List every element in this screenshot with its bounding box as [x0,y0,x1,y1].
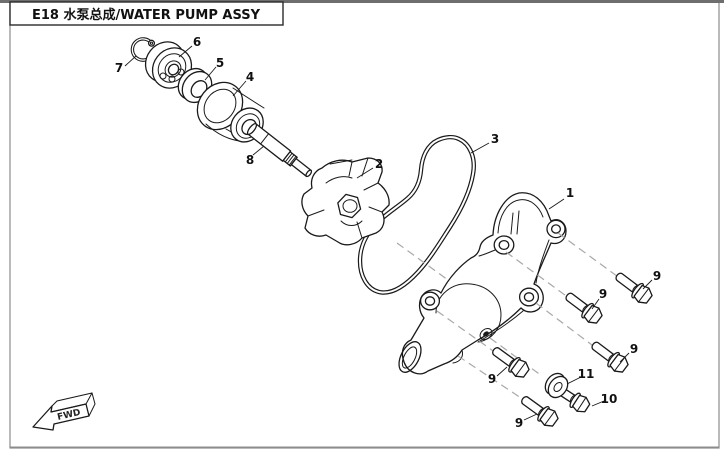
callout-5: 5 [216,56,224,70]
pump-shaft [246,123,313,178]
callout-9a: 9 [653,269,661,283]
bolt-boss-bottom-right [518,287,540,307]
callout-9c: 9 [630,342,638,356]
bolt-boss-bottom-left [419,291,441,311]
callout-9b: 9 [599,287,607,301]
callout-2: 2 [375,157,383,171]
callout-4: 4 [246,70,254,84]
fwd-direction-arrow: FWD [32,392,96,431]
callout-10: 10 [601,392,618,406]
callout-9e: 9 [515,416,523,430]
alignment-dashed-lines [396,232,622,401]
gasket [357,135,476,295]
washer [544,372,569,399]
callout-9d: 9 [488,372,496,386]
diagram-title: E18 水泵总成/WATER PUMP ASSY [32,7,261,23]
title-block: E18 水泵总成/WATER PUMP ASSY [9,1,284,26]
flange-bolt-9a [611,267,656,307]
callout-numbers: 1 2 3 4 5 6 7 8 9 9 9 9 9 10 11 [115,35,661,430]
callout-8: 8 [246,153,254,167]
drain-hole [479,327,493,341]
water-pump-cover [398,192,567,375]
callout-1: 1 [566,186,574,200]
callout-7: 7 [115,61,123,75]
bolt-boss-top-right [546,219,566,239]
bolt-boss-mid-left [493,235,515,255]
callout-6: 6 [193,35,201,49]
callout-3: 3 [491,132,499,146]
callout-11: 11 [578,367,595,381]
callout-leader-lines [124,45,653,421]
impeller [301,157,390,246]
